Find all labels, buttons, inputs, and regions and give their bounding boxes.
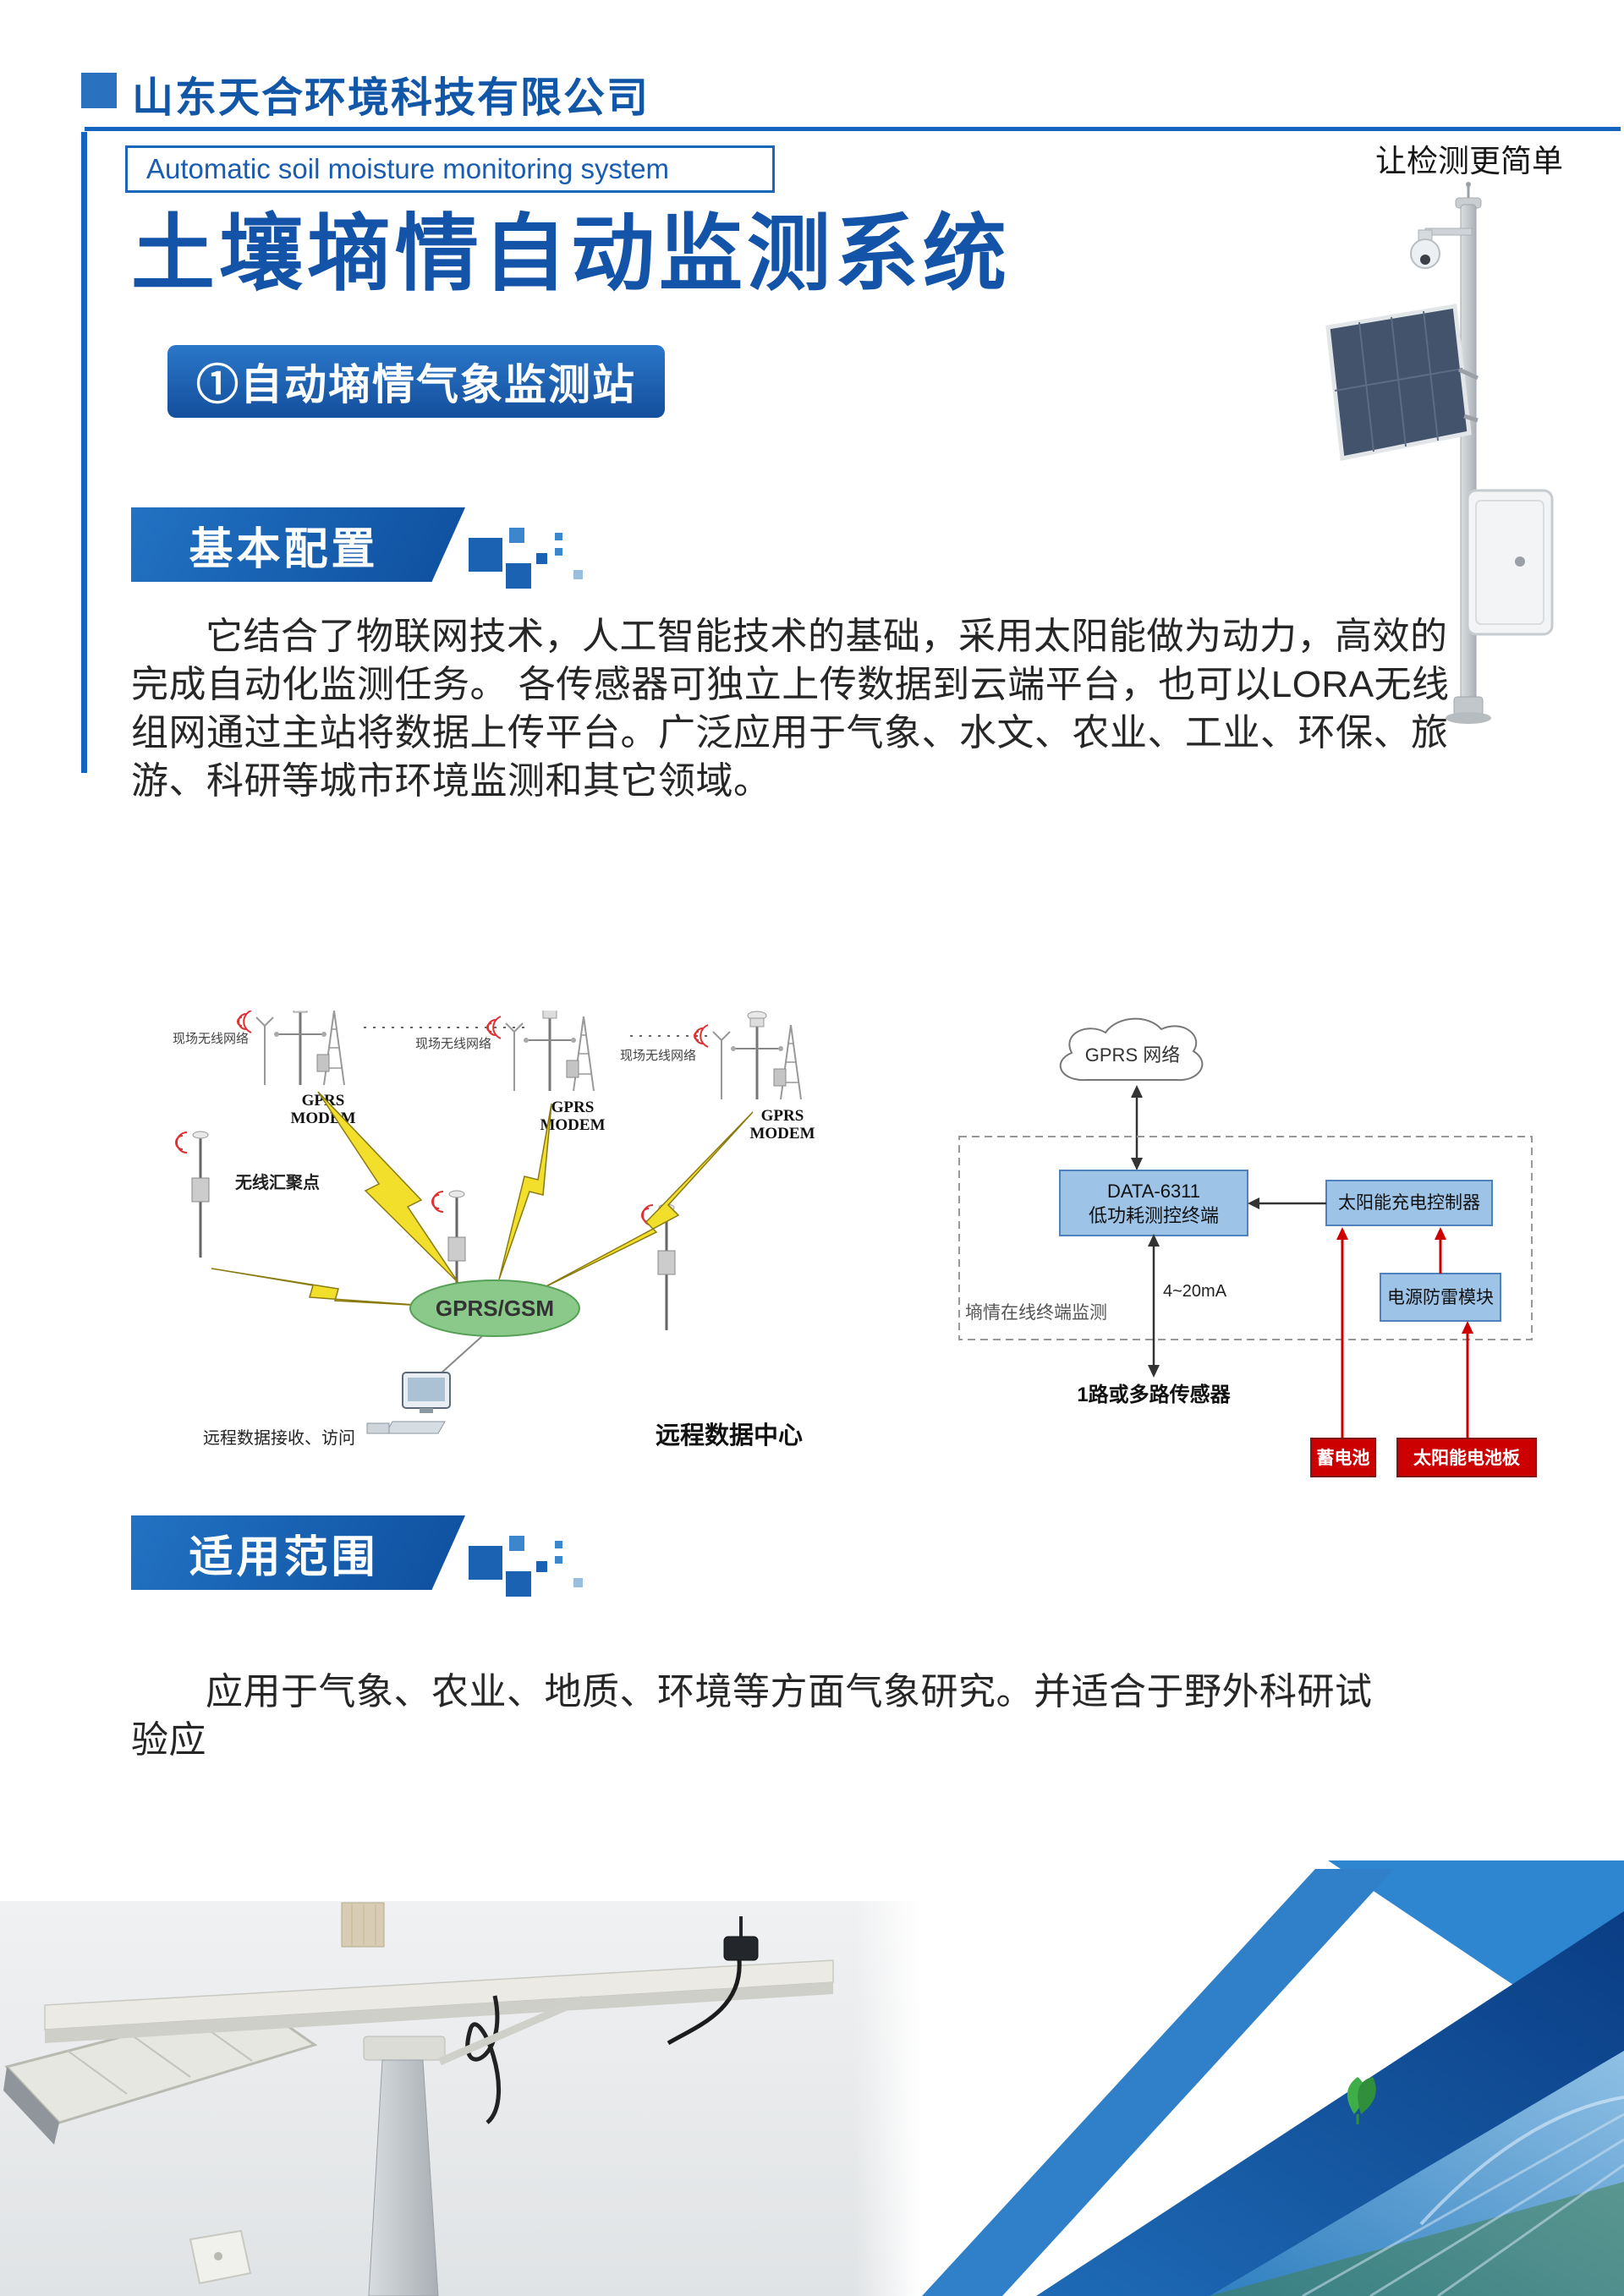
field-network-label: 现场无线网络 xyxy=(415,1037,491,1051)
left-accent-stripe xyxy=(81,132,87,773)
solar-panel-icon xyxy=(1325,304,1479,461)
english-subtitle: Automatic soil moisture monitoring syste… xyxy=(146,153,670,184)
brand-square-icon xyxy=(81,73,117,108)
surge-module-box xyxy=(1380,1273,1501,1322)
gprs-modem-label: GPRS xyxy=(302,1092,345,1110)
cable xyxy=(465,1995,502,2124)
field-network-label: 现场无线网络 xyxy=(173,1032,249,1046)
terminal-label-2: 低功耗测控终端 xyxy=(1089,1205,1219,1226)
pixel-decoration xyxy=(464,516,607,613)
equipment-photo xyxy=(0,1901,922,2296)
company-name: 山东天合环境科技有限公司 xyxy=(132,75,650,121)
surge-module-label: 电源防雷模块 xyxy=(1387,1288,1494,1307)
station-cluster xyxy=(236,1011,346,1087)
gprs-modem-label: MODEM xyxy=(540,1116,605,1134)
charge-controller-label: 太阳能充电控制器 xyxy=(1338,1193,1480,1213)
computer-icon xyxy=(366,1335,483,1434)
rain-gauge xyxy=(341,1902,385,1948)
leaf-icon xyxy=(1347,2077,1376,2124)
charge-controller-box xyxy=(1325,1180,1493,1226)
terminal-box xyxy=(1059,1170,1248,1236)
dashed-box-caption: 墒情在线终端监测 xyxy=(965,1303,1107,1323)
terminal-label-1: DATA-6311 xyxy=(1107,1181,1200,1202)
sensor-unit xyxy=(667,1916,759,2046)
corner-art xyxy=(922,1860,1624,2296)
station-cluster xyxy=(486,1011,595,1093)
terminal-dashed-box xyxy=(958,1136,1533,1340)
gsm-cloud-label: GPRS/GSM xyxy=(436,1296,554,1321)
mounting-beam xyxy=(44,1959,834,2043)
gsm-cloud xyxy=(409,1280,580,1337)
system-block-diagram: GPRS 网络 墒情在线终端监测 DATA-6311 低功耗测控终端 太阳能充电… xyxy=(958,1017,1537,1477)
solar-panel-label: 太阳能电池板 xyxy=(1413,1448,1521,1468)
gprs-cloud xyxy=(1059,1017,1204,1082)
pixel-decoration xyxy=(464,1524,607,1621)
gprs-cloud-label: GPRS 网络 xyxy=(1085,1044,1180,1066)
battery-box xyxy=(1310,1438,1376,1477)
application-scope-paragraph: 应用于气象、农业、地质、环境等方面气象研究。并适合于野外科研试验应 xyxy=(131,1671,1373,1761)
power-lines xyxy=(1341,1232,1469,1438)
slogan-text: 让检测更简单 xyxy=(1375,144,1563,178)
gprs-modem-label: MODEM xyxy=(749,1125,815,1143)
header-divider xyxy=(85,127,1621,131)
page-title: 土壤墒情自动监测系统 xyxy=(131,206,1011,300)
station-photo xyxy=(1325,182,1554,724)
gprs-modem-label: GPRS xyxy=(761,1107,804,1125)
camera-icon xyxy=(1410,227,1473,269)
gprs-modem-label: GPRS xyxy=(551,1099,595,1116)
basic-config-paragraph: 它结合了物联网技术，人工智能技术的基础，采用太阳能做为动力，高效的完成自动化监测… xyxy=(131,616,1450,802)
signal-label: 4~20mA xyxy=(1163,1282,1227,1301)
panel-grid xyxy=(1334,310,1463,452)
english-subtitle-box: Automatic soil moisture monitoring syste… xyxy=(125,145,775,193)
section-heading-application-scope: 适用范围 xyxy=(131,1515,465,1590)
bracket-plate xyxy=(189,2229,252,2285)
control-box xyxy=(1466,489,1554,636)
aggregation-label: 无线汇聚点 xyxy=(235,1172,320,1192)
network-topology-diagram: 现场无线网络 现场无线网络 现场无线网络 GPRS MODEM GPRS MOD… xyxy=(173,1011,815,1449)
remote-center-label: 远程数据中心 xyxy=(656,1422,803,1449)
battery-label: 蓄电池 xyxy=(1317,1449,1370,1468)
mast-pole xyxy=(363,1995,585,2296)
remote-receive-label: 远程数据接收、访问 xyxy=(203,1428,355,1448)
diagonal-stripe xyxy=(922,1869,1394,2296)
solar-panel-box xyxy=(1396,1438,1537,1477)
section-heading-basic-config: 基本配置 xyxy=(131,507,465,582)
station-badge: ①自动墒情气象监测站 xyxy=(167,345,665,418)
station-cluster xyxy=(693,1011,803,1101)
field-network-label: 现场无线网络 xyxy=(620,1049,696,1063)
greenhouse-photo-hint xyxy=(1210,2096,1624,2296)
sensors-label: 1路或多路传感器 xyxy=(1077,1383,1231,1406)
sensor-node xyxy=(174,1130,211,1259)
